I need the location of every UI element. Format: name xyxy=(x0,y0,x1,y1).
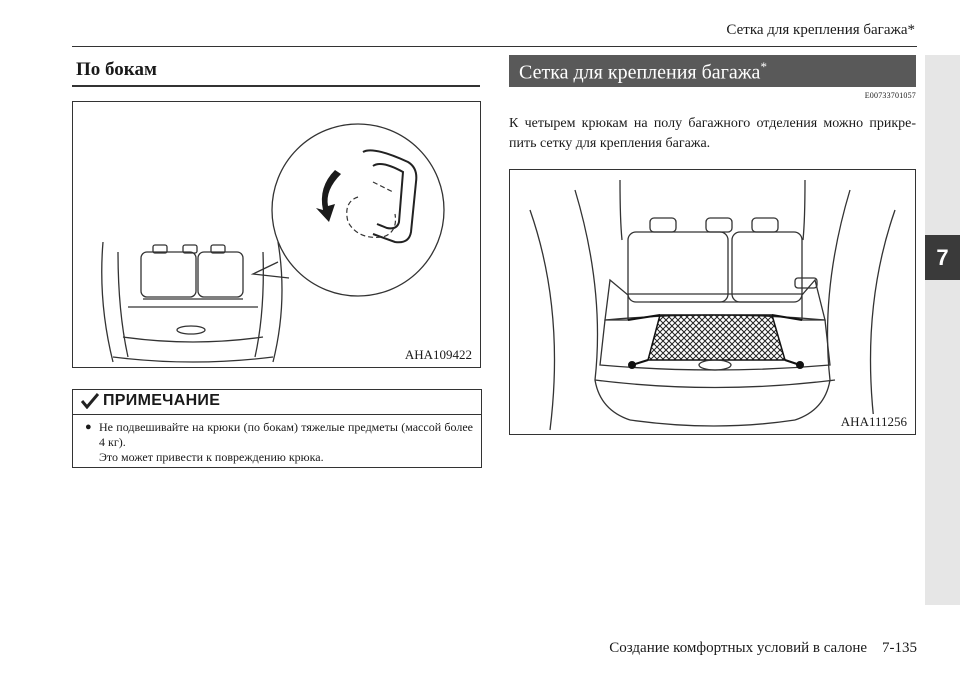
chapter-side-strip xyxy=(925,55,960,605)
header-rule xyxy=(72,46,917,47)
reference-code: E00733701057 xyxy=(864,91,916,100)
intro-paragraph: К четырем крюкам на полу багажного отдел… xyxy=(509,116,916,151)
section-title-cargo-net: Сетка для крепления багажа* xyxy=(509,55,916,87)
section-title-text: Сетка для крепления багажа xyxy=(519,61,761,84)
note-bullet-text: Не подвешивайте на крюки (по бокам) тяже… xyxy=(99,420,473,449)
page-footer: Создание комфортных условий в салоне 7-1… xyxy=(609,640,917,656)
note-heading: ПРИМЕЧАНИЕ xyxy=(103,392,221,409)
figure-code: AHA109422 xyxy=(402,347,474,363)
note-body: ● Не подвешивайте на крюки (по бокам) тя… xyxy=(85,420,473,465)
section-title-text: По бокам xyxy=(76,59,157,80)
running-header: Сетка для крепления багажа* xyxy=(726,22,915,38)
checkmark-icon xyxy=(81,393,99,409)
figure-cargo-net: AHA111256 xyxy=(509,169,916,435)
note-box: ПРИМЕЧАНИЕ ● Не подвешивайте на крюки (п… xyxy=(72,389,482,468)
cargo-net-illustration xyxy=(529,179,896,431)
figure-code: AHA111256 xyxy=(838,414,909,430)
note-extra-text: Это может привести к повреждению крюка. xyxy=(99,450,324,464)
section-title-sides: По бокам xyxy=(72,55,480,87)
bullet-icon: ● xyxy=(85,421,92,433)
side-hook-illustration xyxy=(101,123,445,363)
chapter-tab[interactable]: 7 xyxy=(925,235,960,280)
section-mark: * xyxy=(760,59,767,74)
figure-side-hook: AHA109422 xyxy=(72,101,481,368)
note-header: ПРИМЕЧАНИЕ xyxy=(73,390,481,415)
section-title-block: Сетка для крепления багажа* xyxy=(519,59,767,85)
